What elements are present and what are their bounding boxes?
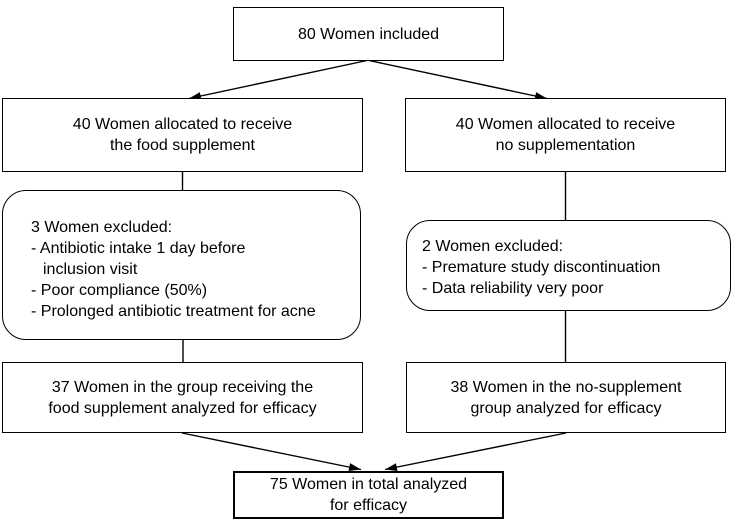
node-analyzed-supplement: 37 Women in the group receiving the food… <box>2 362 363 433</box>
excluded-reason: - Poor compliance (50%) <box>31 282 208 299</box>
excluded-reason: - Data reliability very poor <box>422 280 604 297</box>
arrow-analyzed-supplement-to-total <box>181 432 362 472</box>
arrow-analyzed-control-to-total <box>384 432 567 472</box>
arrow-included-to-control <box>368 59 548 100</box>
node-analyzed-total-text: 75 Women in total analyzed for efficacy <box>269 476 468 514</box>
node-analyzed-total: 75 Women in total analyzed for efficacy <box>233 471 504 519</box>
node-excluded-control: 2 Women excluded: - Premature study disc… <box>406 220 731 311</box>
excluded-reason: - Prolonged antibiotic treatment for acn… <box>31 303 316 320</box>
excluded-reason: - Antibiotic intake 1 day before inclusi… <box>31 240 246 278</box>
arrow-included-to-supplement <box>188 59 368 100</box>
node-allocated-control: 40 Women allocated to receive no supplem… <box>405 98 726 172</box>
node-analyzed-supplement-text: 37 Women in the group receiving the food… <box>48 378 317 417</box>
node-allocated-control-text: 40 Women allocated to receive no supplem… <box>455 116 676 154</box>
node-included: 80 Women included <box>233 7 504 61</box>
excluded-reason: - Premature study discontinuation <box>422 259 661 276</box>
node-excluded-supplement: 3 Women excluded: - Antibiotic intake 1 … <box>2 190 361 340</box>
node-allocated-supplement: 40 Women allocated to receive the food s… <box>2 98 363 172</box>
node-included-text: 80 Women included <box>297 25 440 43</box>
node-analyzed-control-text: 38 Women in the no-supplement group anal… <box>450 378 682 417</box>
node-excluded-supplement-title: 3 Women excluded: <box>31 219 173 236</box>
node-allocated-supplement-text: 40 Women allocated to receive the food s… <box>72 116 293 154</box>
node-analyzed-control: 38 Women in the no-supplement group anal… <box>406 362 726 433</box>
node-excluded-control-title: 2 Women excluded: <box>422 238 564 255</box>
